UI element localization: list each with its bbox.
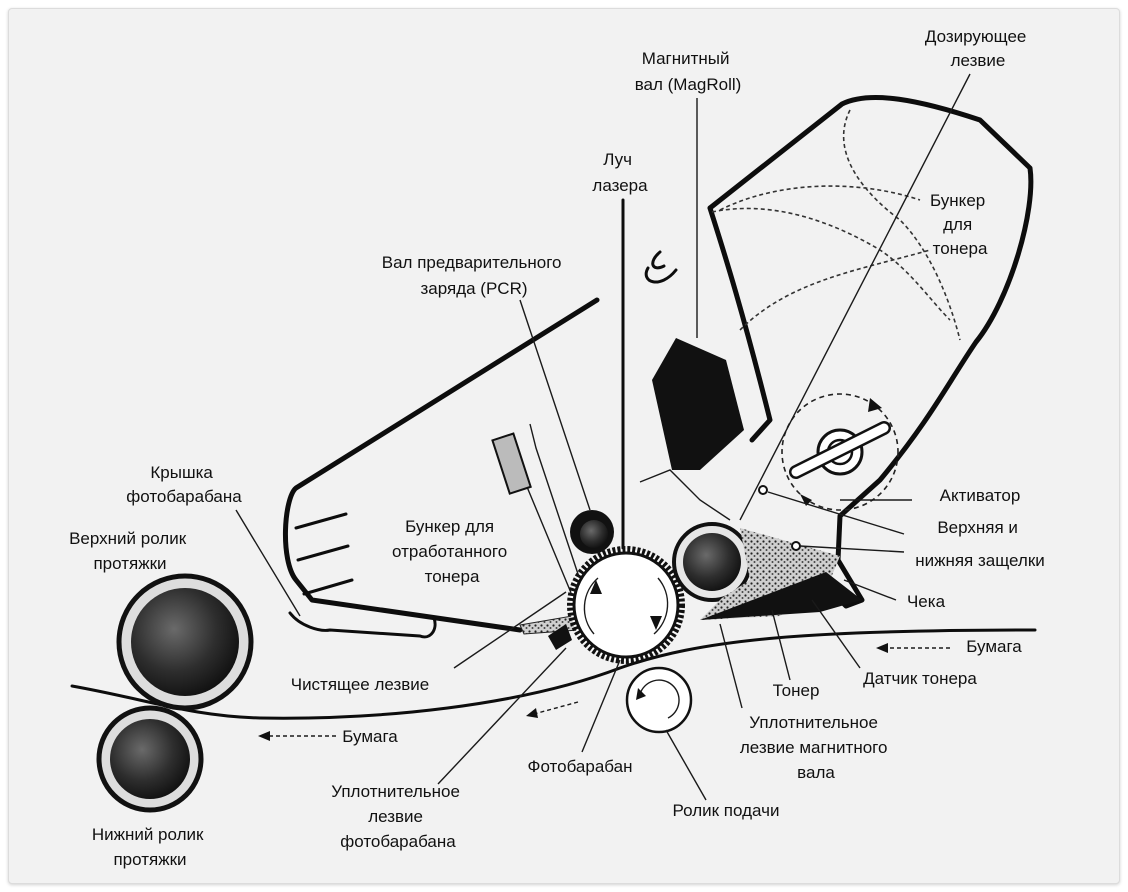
- lower-latch: [791, 541, 801, 551]
- lower-transport-roller: [96, 705, 204, 813]
- activator-mechanism: [781, 393, 899, 511]
- paper-arrow-right: [876, 643, 950, 653]
- paper-arrow-middle: [526, 701, 579, 718]
- paper-path: [70, 628, 1037, 720]
- label-paper-left: Бумага: [342, 727, 398, 746]
- dosing-blade-arm: [639, 469, 731, 521]
- label-paper-right: Бумага: [966, 637, 1022, 656]
- drum-cover: [288, 611, 437, 639]
- feed-roller: [625, 666, 693, 734]
- cleaning-blade-arm: [511, 423, 587, 601]
- toner-sensor: [700, 572, 862, 620]
- label-cleaning-blade: Чистящее лезвие: [291, 675, 430, 694]
- label-drum-cover: Крышка фотобарабана: [126, 463, 242, 506]
- waste-hopper-ribs: [294, 512, 354, 596]
- pcr-roller: [570, 510, 614, 554]
- waste-hopper-body: [282, 297, 600, 633]
- paper-arrow-left: [258, 731, 336, 741]
- magroll-holder: [652, 338, 744, 470]
- label-dosing-blade: Дозирующее лезвие: [925, 27, 1031, 70]
- label-toner: Тонер: [773, 681, 820, 700]
- toner-hopper: [707, 94, 1034, 609]
- label-drum-seal: Уплотнительное лезвие фотобарабана: [331, 782, 464, 851]
- label-activator: Активатор: [940, 486, 1021, 505]
- toner-hopper-inner: [711, 109, 961, 341]
- label-upper-roller: Верхний ролик протяжки: [69, 529, 191, 573]
- toner-hopper-front: [707, 205, 773, 443]
- label-toner-sensor: Датчик тонера: [863, 669, 977, 688]
- label-magroll-seal: Уплотнительное лезвие магнитного вала: [740, 713, 892, 782]
- upper-latch: [758, 485, 768, 495]
- label-waste-hopper: Бункер для отработанного тонера: [392, 517, 512, 586]
- laser-shutter: [644, 250, 678, 284]
- cleaning-blade-clip: [491, 432, 532, 495]
- label-feed-roller: Ролик подачи: [673, 801, 780, 820]
- label-drum: Фотобарабан: [528, 757, 633, 776]
- label-lower-roller: Нижний ролик протяжки: [92, 825, 208, 869]
- label-toner-hopper: Бункер для тонера: [930, 191, 990, 258]
- label-laser: Луч лазера: [592, 150, 648, 195]
- label-pcr: Вал предварительного заряда (PCR): [382, 253, 566, 298]
- label-magroll: Магнитный вал (MagRoll): [635, 49, 742, 94]
- photodrum: [567, 546, 685, 664]
- label-pin: Чека: [907, 592, 946, 611]
- upper-transport-roller: [116, 573, 254, 711]
- leader-lines: [235, 73, 971, 801]
- label-latches: Верхняя и нижняя защелки: [915, 518, 1045, 570]
- magnetic-roller: [672, 522, 752, 602]
- drum-seal-blade: [548, 624, 572, 650]
